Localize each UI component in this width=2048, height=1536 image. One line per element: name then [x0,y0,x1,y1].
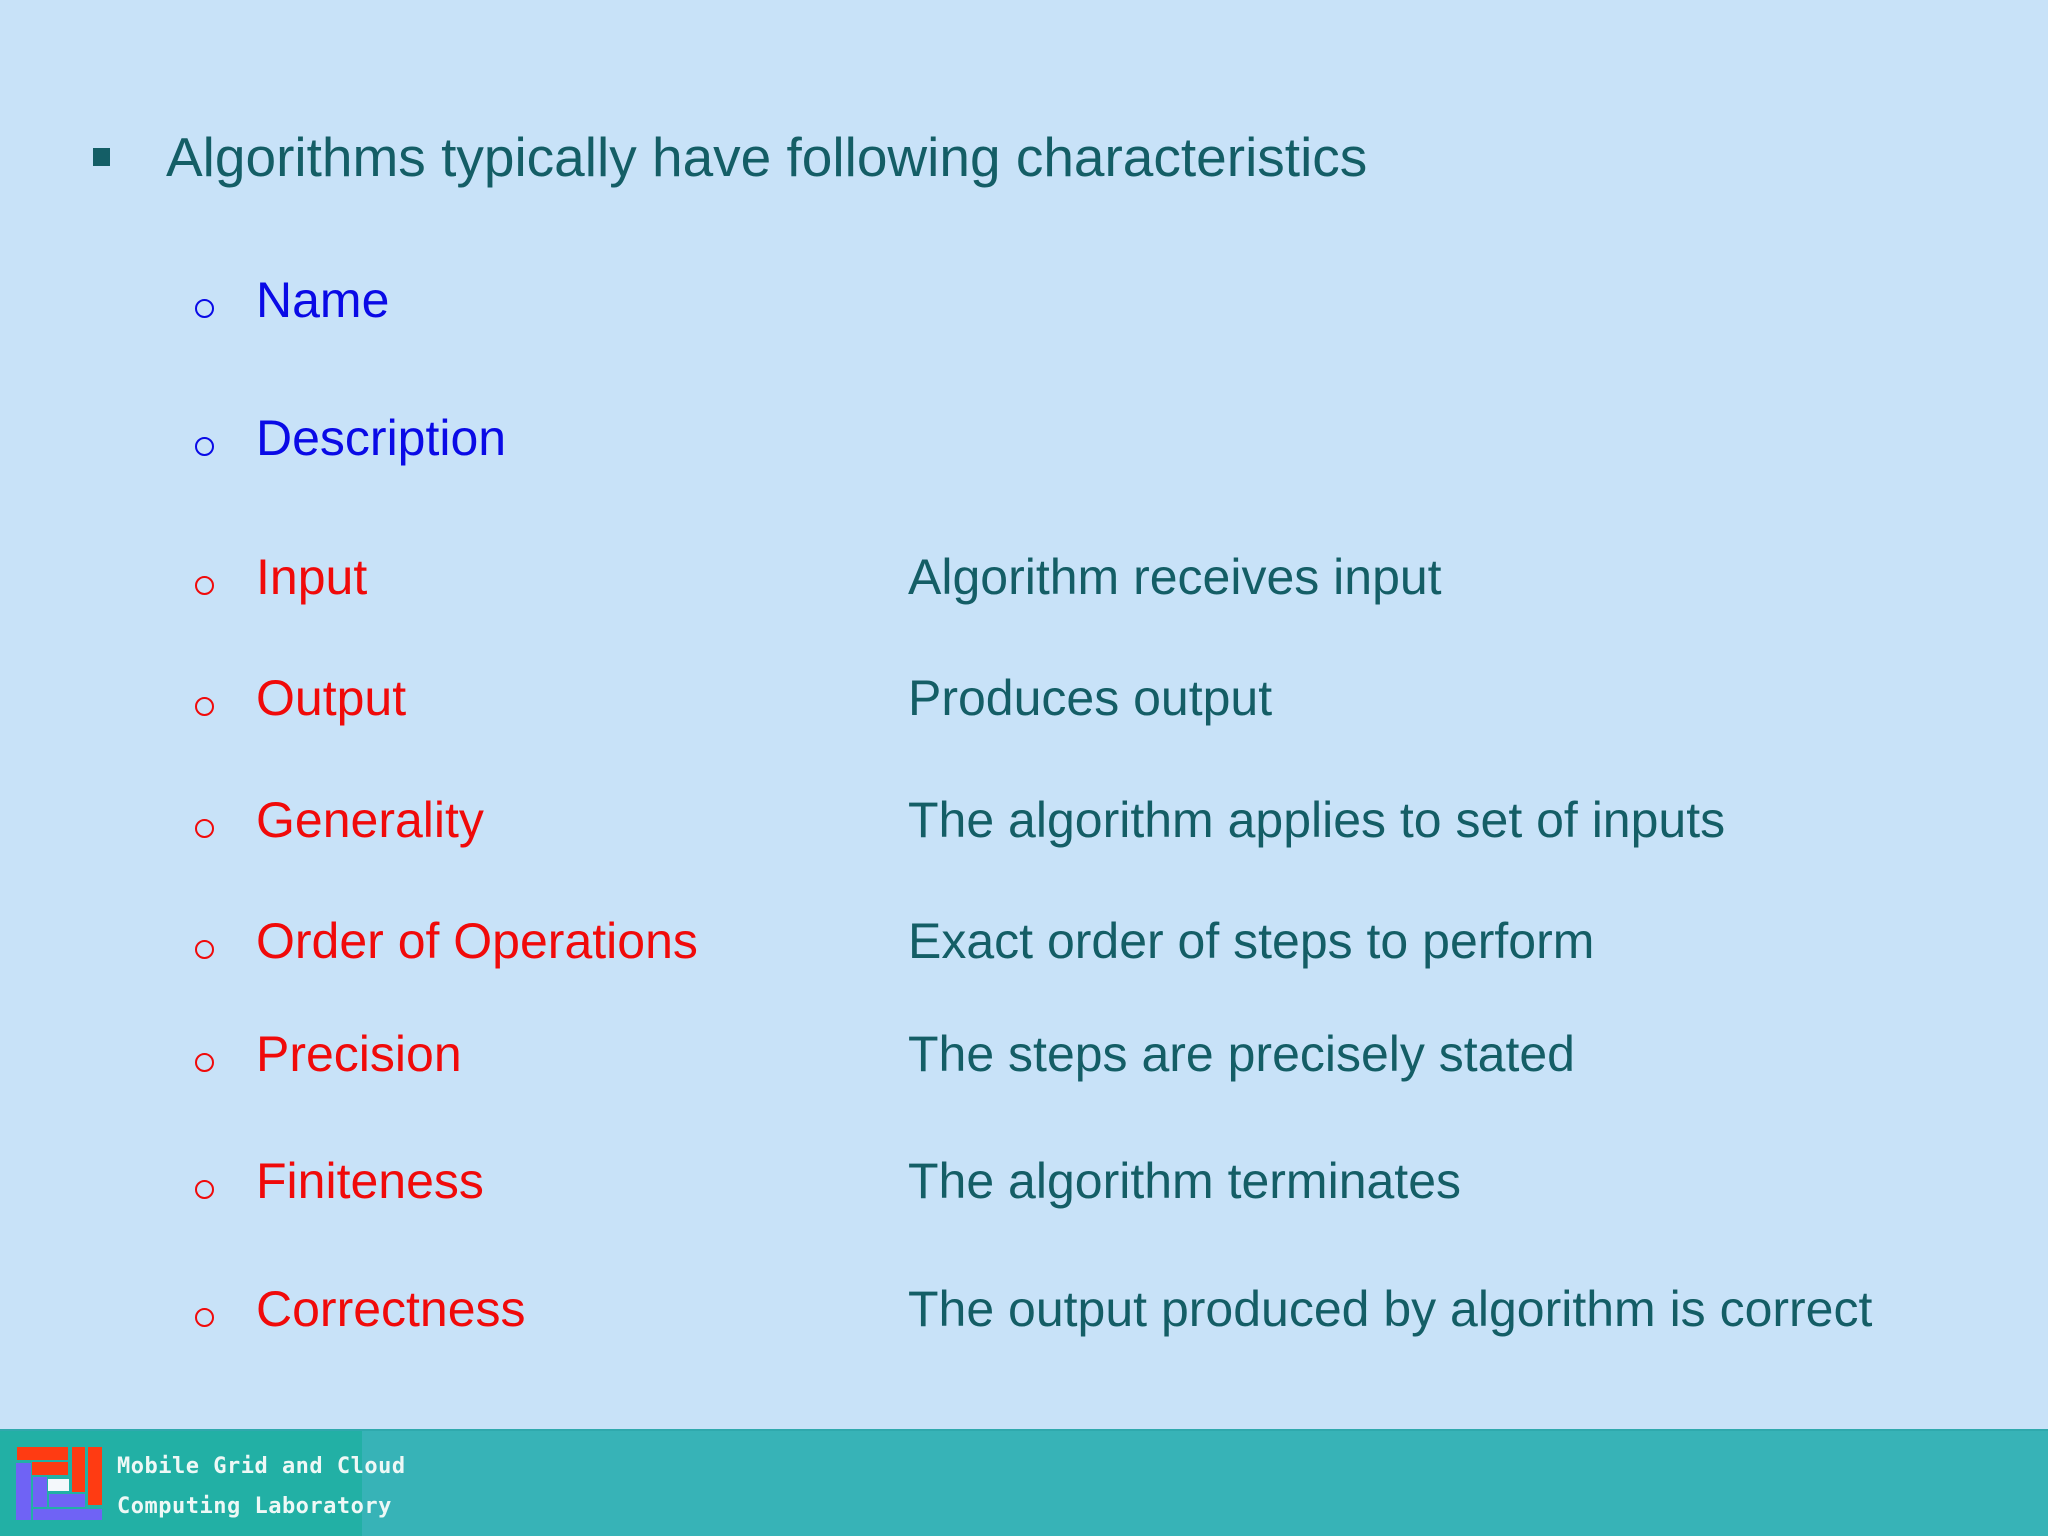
circle-bullet-icon [195,819,214,838]
circle-bullet-icon [195,940,214,959]
slide-heading: Algorithms typically have following char… [166,126,1368,188]
item-label: Name [256,272,390,328]
slide-body: Algorithms typically have following char… [0,126,2048,1349]
list-item-order-of-operations: Order of Operations Exact order of steps… [0,911,2048,981]
lab-name-line-1: Mobile Grid and Cloud [117,1454,406,1479]
circle-bullet-icon [195,576,214,595]
footer-bar: Mobile Grid and Cloud Computing Laborato… [0,1429,2048,1536]
square-bullet-icon [93,148,110,166]
lab-logo-icon [0,1431,110,1536]
item-description: The algorithm applies to set of inputs [908,792,1726,848]
circle-bullet-icon [195,437,214,456]
circle-bullet-icon [195,299,214,318]
item-label: Correctness [256,1281,526,1337]
item-label: Output [256,670,407,726]
circle-bullet-icon [195,1308,214,1327]
item-description: The output produced by algorithm is corr… [908,1281,1873,1337]
item-label: Generality [256,792,484,848]
circle-bullet-icon [195,1053,214,1072]
list-item-precision: Precision The steps are precisely stated [0,1024,2048,1094]
circle-bullet-icon [195,1180,214,1199]
item-description: Produces output [908,670,1273,726]
item-description: Exact order of steps to perform [908,913,1595,969]
list-item-input: Input Algorithm receives input [0,547,2048,617]
item-description: Algorithm receives input [908,549,1442,605]
list-item-name: Name [0,270,2048,340]
item-label: Precision [256,1026,462,1082]
list-item-finiteness: Finiteness The algorithm terminates [0,1151,2048,1221]
item-description: The steps are precisely stated [908,1026,1575,1082]
list-item-description: Description [0,408,2048,478]
lab-name-line-2: Computing Laboratory [117,1494,392,1519]
list-item-generality: Generality The algorithm applies to set … [0,790,2048,860]
list-item-correctness: Correctness The output produced by algor… [0,1279,2048,1349]
item-label: Finiteness [256,1153,484,1209]
circle-bullet-icon [195,697,214,716]
item-label: Description [256,410,507,466]
list-item-output: Output Produces output [0,668,2048,738]
item-label: Input [256,549,368,605]
item-description: The algorithm terminates [908,1153,1462,1209]
lab-logo-panel: Mobile Grid and Cloud Computing Laborato… [0,1431,405,1536]
item-label: Order of Operations [256,913,698,969]
